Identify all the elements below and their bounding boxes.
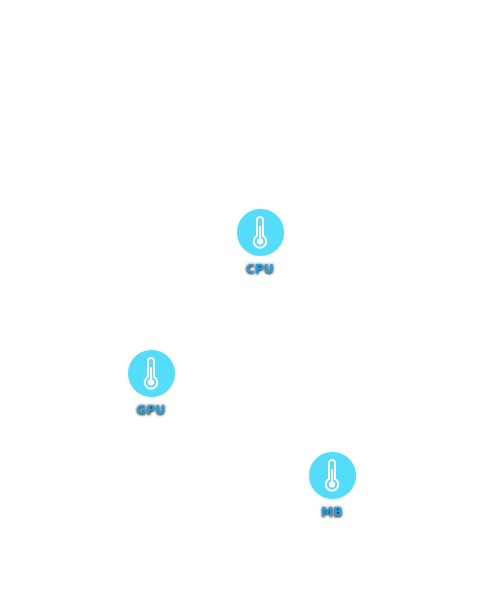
sensor-gpu[interactable]: GPU	[121, 350, 181, 426]
sensor-mb[interactable]: MB	[302, 452, 362, 528]
sensor-label: GPU	[136, 403, 166, 417]
sensor-badge[interactable]	[308, 452, 356, 499]
sensor-label: MB	[321, 505, 343, 519]
sensor-label: CPU	[246, 262, 274, 276]
thermometer-icon	[252, 215, 268, 249]
sensor-cpu[interactable]: CPU	[230, 209, 290, 285]
sensor-badge[interactable]	[127, 350, 175, 397]
sensor-badge[interactable]	[236, 209, 284, 256]
thermometer-icon	[324, 458, 340, 492]
thermometer-icon	[143, 356, 159, 390]
